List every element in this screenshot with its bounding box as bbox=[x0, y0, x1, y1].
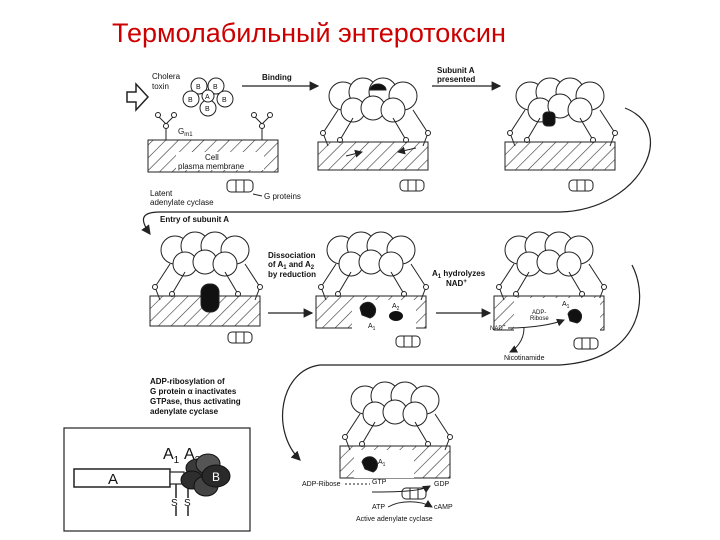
subunit-b-label: B bbox=[213, 84, 218, 91]
label-cholera: Cholera bbox=[152, 72, 181, 81]
inset-b-pentamer bbox=[180, 453, 231, 497]
label-presented: presented bbox=[437, 75, 475, 84]
label-dissociation-3: by reduction bbox=[268, 270, 316, 279]
inset-label-a1: A1 bbox=[163, 446, 180, 466]
label-nad-plus: NAD+ bbox=[446, 279, 467, 288]
label-binding: Binding bbox=[262, 73, 292, 82]
label-adp-rib-2: G protein α inactivates bbox=[150, 387, 237, 396]
label-active-ac: Active adenylate cyclase bbox=[356, 516, 433, 523]
label-camp: cAMP bbox=[434, 504, 453, 511]
label-adp-rib-4: adenylate cyclase bbox=[150, 407, 219, 416]
label-nicotinamide: Nicotinamide bbox=[504, 355, 545, 362]
label-g-proteins: G proteins bbox=[264, 192, 301, 201]
subunit-b-label: B bbox=[196, 84, 201, 91]
label-adp-rib-3: GTPase, thus activating bbox=[150, 397, 241, 406]
subunit-b-label: B bbox=[222, 97, 227, 104]
inset-label-a: A bbox=[108, 471, 118, 488]
subunit-b-label: B bbox=[205, 106, 210, 113]
panel-2-bound bbox=[317, 77, 431, 192]
panel-5-dissociation: A2 A1 bbox=[315, 231, 429, 348]
arrow-to-adp-ribosylation bbox=[282, 264, 641, 461]
label-toxin: toxin bbox=[152, 82, 169, 91]
label-a1-p7: A1 bbox=[378, 459, 386, 468]
label-gdp: GDP bbox=[434, 481, 450, 488]
label-adp-ribose: ADP-Ribose bbox=[302, 481, 341, 488]
panel-7-active: A1 bbox=[339, 381, 453, 500]
label-gm1: Gm1 bbox=[178, 127, 193, 138]
label-dissociation-1: Dissociation bbox=[268, 251, 316, 260]
label-a2: A2 bbox=[392, 303, 400, 312]
inset-structure: A A1 A2 S S B bbox=[63, 427, 251, 532]
panel-4-entry bbox=[149, 231, 263, 344]
label-latent: Latent bbox=[150, 189, 173, 198]
gm1-receptors bbox=[155, 112, 273, 140]
subunit-b-label: B bbox=[188, 97, 193, 104]
label-dissociation-2: of A1 and A2 bbox=[268, 260, 315, 271]
arrow-to-entry bbox=[141, 107, 652, 235]
label-plasma-membrane: plasma membrane bbox=[178, 162, 245, 171]
free-toxin bbox=[182, 77, 234, 117]
slide-title: Термолабильный энтеротоксин bbox=[112, 18, 506, 48]
label-subunit-a: Subunit A bbox=[437, 66, 475, 75]
panel-6-hydrolysis: A1 ADP- Ribose NAD+ Nicotinamide bbox=[490, 231, 607, 362]
g-protein bbox=[226, 179, 254, 193]
hollow-arrow-icon bbox=[126, 82, 150, 112]
label-a1-p6: A1 bbox=[562, 301, 570, 310]
inset-label-s2: S bbox=[184, 498, 191, 509]
label-ribose: Ribose bbox=[530, 316, 549, 322]
label-a1: A1 bbox=[368, 323, 376, 332]
panel-3-subunit-a-presented bbox=[504, 77, 618, 192]
label-cell: Cell bbox=[205, 153, 219, 162]
label-entry: Entry of subunit A bbox=[160, 215, 229, 224]
label-gtp: GTP bbox=[372, 479, 387, 486]
label-adenylate-cyclase: adenylate cyclase bbox=[150, 198, 214, 207]
label-atp: ATP bbox=[372, 504, 385, 511]
label-adp: ADP- bbox=[532, 310, 546, 316]
subunit-a-label: A bbox=[205, 94, 210, 101]
inset-label-s1: S bbox=[171, 498, 178, 509]
inset-label-b: B bbox=[212, 470, 220, 484]
label-adp-rib-1: ADP-ribosylation of bbox=[150, 377, 225, 386]
label-a1-hydrolyzes: A1 hydrolyzes bbox=[432, 269, 486, 280]
label-nad-short: NAD+ bbox=[490, 323, 506, 332]
panel-1-free-toxin: Cholera toxin B B B B B A Gm1 Cell plasm… bbox=[126, 72, 301, 207]
